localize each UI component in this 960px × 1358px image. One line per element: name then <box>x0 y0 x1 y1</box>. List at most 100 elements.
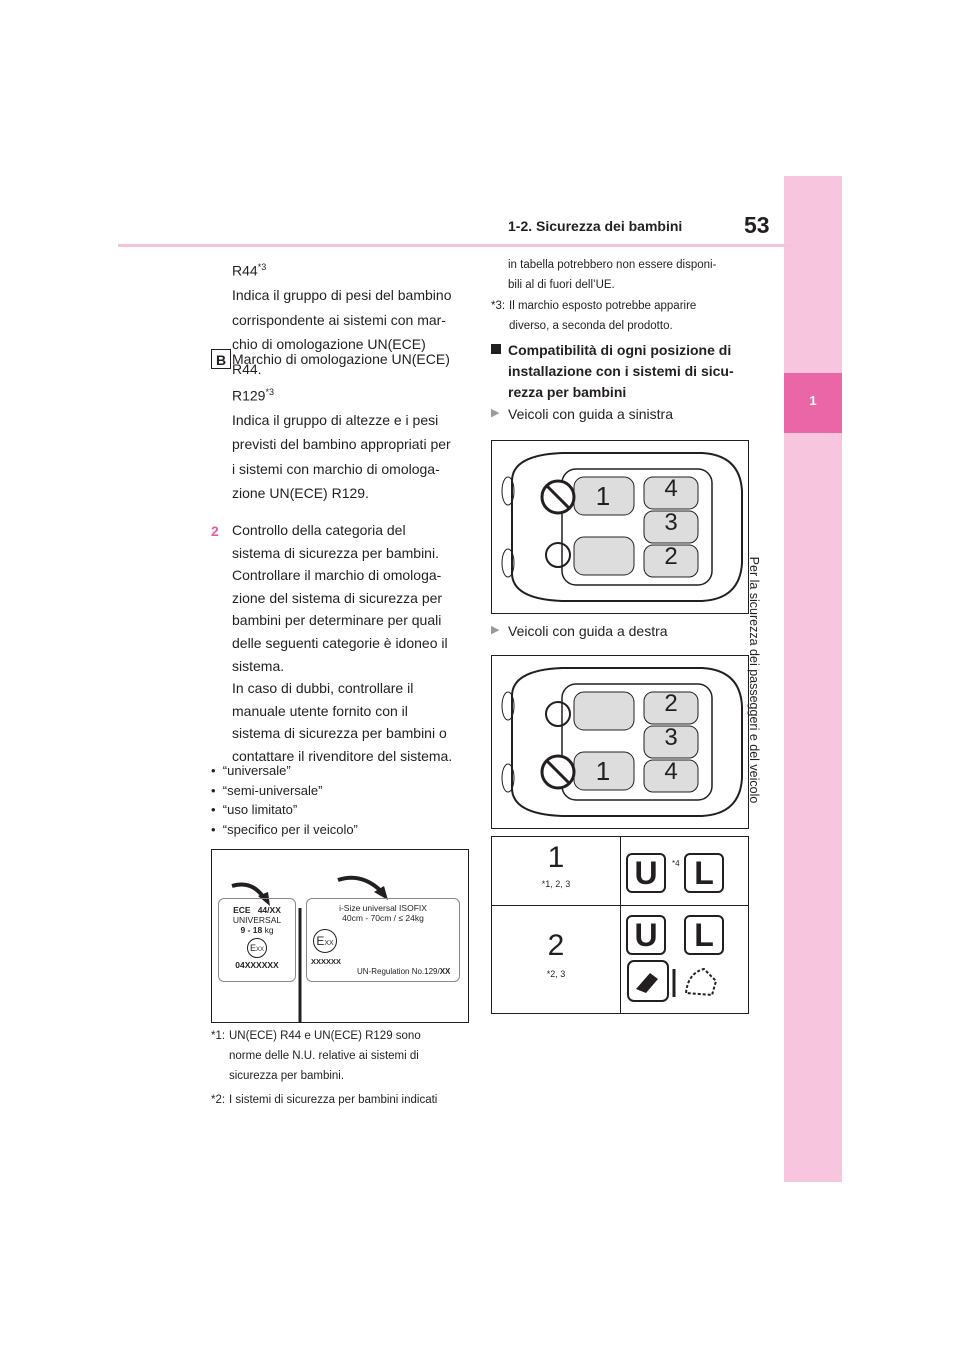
step-line: Controllare il marchio di omologa- <box>232 567 442 584</box>
r129-desc-1: Indica il gruppo di altezze e i pesi <box>232 411 439 428</box>
isize-title: i-Size universal ISOFIX <box>339 903 427 913</box>
step-line: manuale utente fornito con il <box>232 702 408 719</box>
r129-label: R129 <box>232 387 266 404</box>
r44-block: R44*3 Indica il gruppo di pesi del bambi… <box>232 255 472 381</box>
regulation-text: UN-Regulation No.129/XX <box>357 967 451 976</box>
step-line: zione del sistema di sicurezza per <box>232 589 443 606</box>
r44-xx: XX <box>269 905 281 915</box>
limited-l-icon: L <box>684 915 724 955</box>
footnote-line: I sistemi di sicurezza per bambini indic… <box>229 1094 438 1106</box>
weight-unit: kg <box>264 925 274 935</box>
footnote-mark: *2: <box>211 1094 226 1106</box>
isofix-seat-icons <box>627 960 718 1002</box>
footnote-line: UN(ECE) R44 e UN(ECE) R129 sono <box>229 1030 421 1042</box>
step-line: In caso di dubbi, controllare il <box>232 680 414 697</box>
footnote-line: bili al di fuori dell’UE. <box>508 279 615 291</box>
universal-text: UNIVERSAL <box>232 915 282 925</box>
rhd-seat-diagram: 2 3 1 4 <box>491 655 749 829</box>
car-outline-illustration <box>501 667 743 817</box>
list-item: • “universale” <box>211 763 291 778</box>
step-line: sistema. <box>232 657 285 674</box>
heading-line: installazione con i sistemi di sicu- <box>508 363 734 379</box>
r129-desc-3: i sistemi con marchio di omologa- <box>232 460 440 477</box>
page-number: 53 <box>744 212 770 238</box>
chapter-label: Per la sicurezza dei passeggeri e del ve… <box>747 556 761 804</box>
seat-number: 4 <box>664 758 678 785</box>
seat-number: 1 <box>595 756 611 786</box>
table-footnote-ref: *4 <box>672 859 680 868</box>
r129-line1: Marchio di omologazione UN(ECE) <box>232 351 450 367</box>
seat-number: 4 <box>664 475 678 502</box>
step-line: sistema di sicurezza per bambini. <box>232 544 439 561</box>
approval-label-figure: ECE 44/XX UNIVERSAL 9 - 18 kg EXX 04XXXX… <box>211 849 469 1023</box>
r44-footnote-ref: *3 <box>257 262 267 272</box>
r44-label: R44 <box>232 262 258 279</box>
step-text: Controllo della categoria del sistema di… <box>232 519 477 768</box>
limited-l-icon: L <box>684 853 724 893</box>
compatibility-table: 1 *1, 2, 3 U *4 L 2 *2, 3 U L <box>491 836 749 1014</box>
chapter-number: 1 <box>809 393 817 408</box>
compatibility-heading: Compatibilità di ogni posizione di insta… <box>508 340 768 403</box>
heading-line: rezza per bambini <box>508 384 627 400</box>
list-item: • “specifico per il veicolo” <box>211 821 358 837</box>
footnote-mark: *3: <box>491 300 506 312</box>
heading-line: Compatibilità di ogni posizione di <box>508 342 732 358</box>
header-rule <box>118 244 790 247</box>
r129-approval-label: i-Size universal ISOFIX 40cm - 70cm / ≤ … <box>306 898 460 982</box>
lhd-seat-diagram: 1 4 3 2 <box>491 440 749 614</box>
seat-number: 3 <box>664 724 678 751</box>
footnote-1: *1: UN(ECE) R44 e UN(ECE) R129 sono norm… <box>211 1026 471 1086</box>
rhd-label: Veicoli con guida a destra <box>508 623 668 639</box>
universal-u-icon: U <box>626 853 666 893</box>
table-note: *2, 3 <box>546 969 566 979</box>
heading-square-icon <box>491 344 501 354</box>
seat-number: 2 <box>664 543 678 570</box>
side-tab-active <box>784 373 842 433</box>
step-line: sistema di sicurezza per bambini o <box>232 725 447 742</box>
footnote-2: *2: I sistemi di sicurezza per bambini i… <box>211 1090 481 1110</box>
approval-code: 04XXXXXX <box>235 960 279 970</box>
triangle-bullet-icon: ▶ <box>491 624 500 636</box>
triangle-bullet-icon: ▶ <box>491 407 500 419</box>
table-note: *1, 2, 3 <box>541 879 571 889</box>
r44-desc-1: Indica il gruppo di pesi del bambino <box>232 287 452 304</box>
step-number: 2 <box>211 523 219 539</box>
section-title: 1-2. Sicurezza dei bambini <box>508 218 683 234</box>
r129-desc-2: previsti del bambino appropriati per <box>232 436 451 453</box>
table-seat-number: 2 <box>547 929 565 962</box>
step-line: bambini per determinare per quali <box>232 612 442 629</box>
step-line: contattare il rivenditore del sistema. <box>232 747 453 764</box>
category-list: • “universale” • “semi-universale” • “us… <box>211 761 358 839</box>
table-seat-number: 1 <box>547 841 565 874</box>
side-tab <box>784 176 842 1182</box>
e-mark-icon: EXX <box>313 929 337 953</box>
universal-u-icon: U <box>626 915 666 955</box>
r44-approval-label: ECE 44/XX UNIVERSAL 9 - 18 kg EXX 04XXXX… <box>218 898 296 982</box>
footnote-line: Il marchio esposto potrebbe apparire <box>509 300 697 312</box>
lhd-label: Veicoli con guida a sinistra <box>508 406 673 422</box>
seat-number: 2 <box>664 690 678 717</box>
r44-desc-4: R44. <box>232 360 262 377</box>
r44-desc-2: corrispondente ai sistemi con mar- <box>232 311 446 328</box>
step-line: Controllo della categoria del <box>232 522 406 538</box>
weight-range: 9 - 18 <box>240 925 263 935</box>
r129-block: Marchio di omologazione UN(ECE) R129*3 I… <box>232 347 472 506</box>
footnote-line: diverso, a seconda del prodotto. <box>509 320 673 332</box>
footnote-mark: *1: <box>211 1030 226 1042</box>
r129-desc-4: zione UN(ECE) R129. <box>232 485 369 502</box>
footnote-3: *3: Il marchio esposto potrebbe apparire… <box>491 296 761 336</box>
footnote-2-cont: in tabella potrebbero non essere disponi… <box>508 255 768 295</box>
footnote-line: sicurezza per bambini. <box>229 1070 345 1082</box>
seat-number: 1 <box>595 481 611 511</box>
list-item: • “uso limitato” <box>211 802 298 817</box>
r44-desc-3: chio di omologazione UN(ECE) <box>232 336 426 353</box>
e-mark-icon: EXX <box>247 938 267 958</box>
car-outline-illustration <box>501 452 743 602</box>
seat-number: 3 <box>664 509 678 536</box>
arrows-illustration <box>231 875 388 1022</box>
ece-text: ECE <box>233 905 251 915</box>
step-line: delle seguenti categorie è idoneo il <box>232 634 448 651</box>
steering-wheel-icon <box>545 701 571 727</box>
isize-spec: 40cm - 70cm / ≤ 24kg <box>342 913 424 923</box>
list-item: • “semi-universale” <box>211 782 323 798</box>
